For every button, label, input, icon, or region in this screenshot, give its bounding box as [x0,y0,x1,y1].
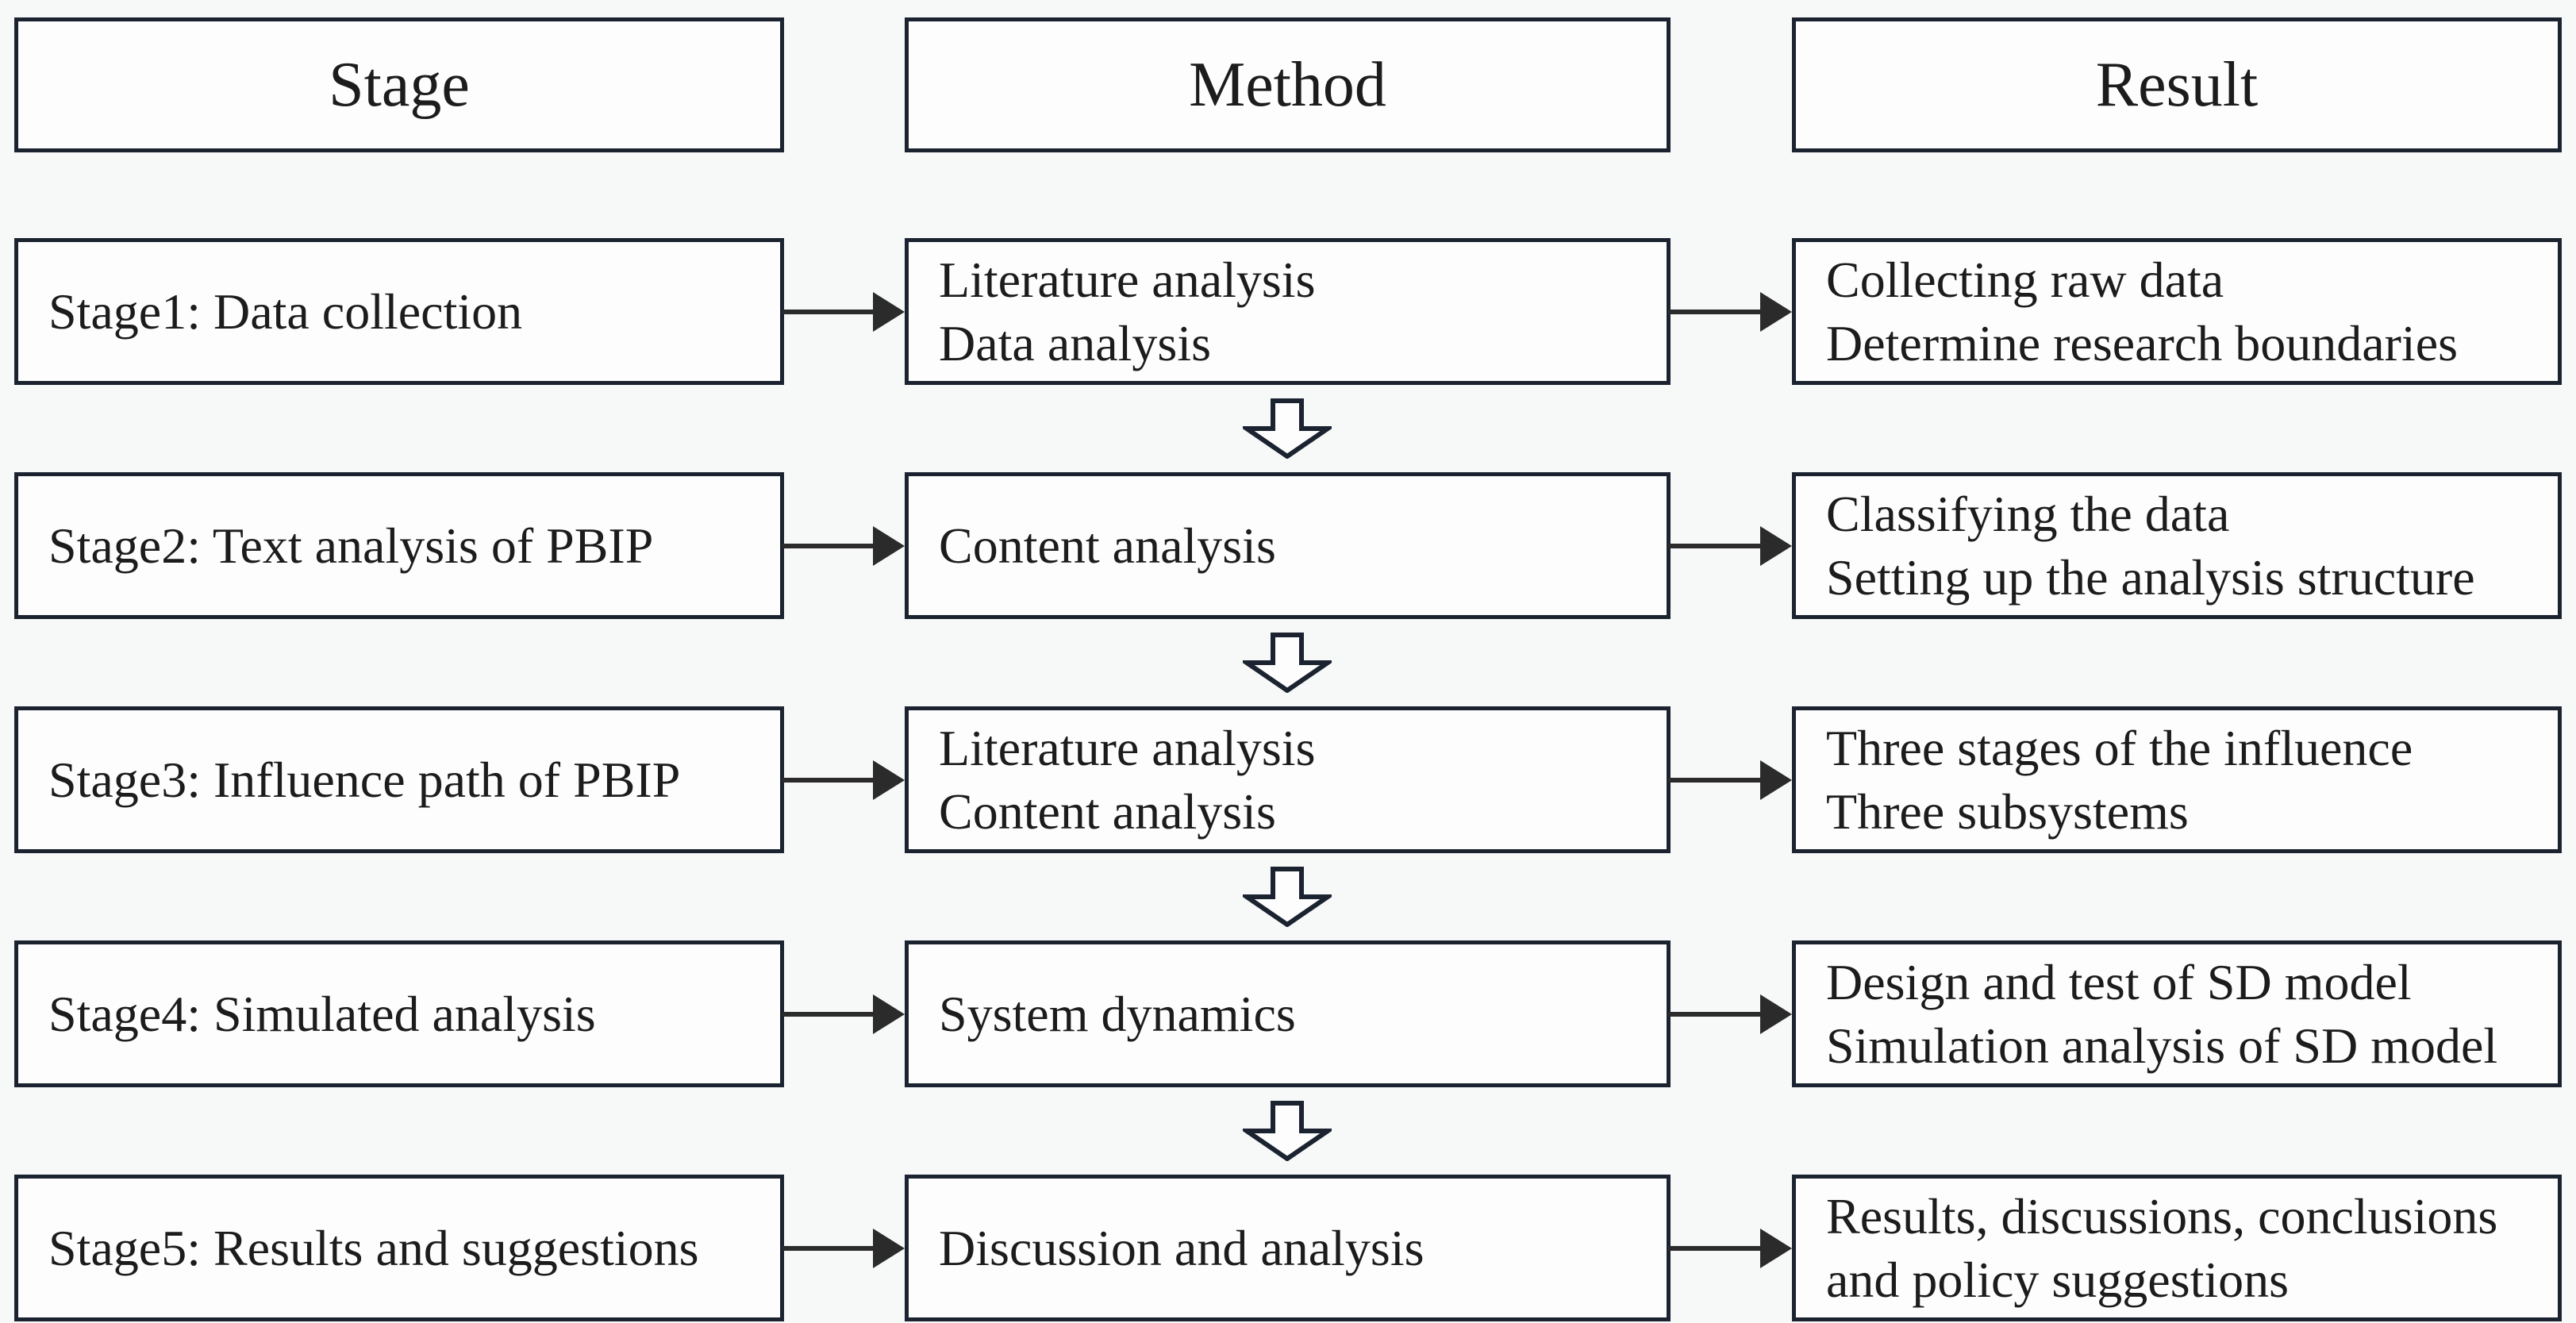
result2-line2: Setting up the analysis structure [1826,548,2475,606]
result5-box: Results, discussions, conclusions and po… [1792,1175,2562,1321]
result3-line1: Three stages of the influence [1826,719,2413,776]
result4-box: Design and test of SD model Simulation a… [1792,940,2562,1087]
method3-line1: Literature analysis [939,719,1316,776]
right-arrow-icon [782,940,905,1087]
stage4-label: Stage4: Simulated analysis [48,985,596,1042]
arrow-shaft [1668,1245,1762,1251]
stage4-box: Stage4: Simulated analysis [14,940,784,1087]
method2-line1: Content analysis [939,517,1276,574]
stage1-box: Stage1: Data collection [14,238,784,385]
method-header-label: Method [1189,49,1386,120]
down-arrow-icon [1243,1101,1332,1161]
arrow-head [873,760,905,800]
right-arrow-icon [1668,1175,1792,1321]
stage5-box: Stage5: Results and suggestions [14,1175,784,1321]
arrow-shaft [782,777,875,783]
arrow-head [873,525,905,566]
down-arrow-icon [1243,867,1332,927]
method-column-header: Method [905,17,1671,152]
method3-line2: Content analysis [939,783,1276,840]
right-arrow-icon [782,706,905,853]
down-arrow-icon [1243,398,1332,459]
right-arrow-icon [1668,238,1792,385]
result3-box: Three stages of the influence Three subs… [1792,706,2562,853]
stage-column-header: Stage [14,17,784,152]
stage3-label: Stage3: Influence path of PBIP [48,751,681,808]
right-arrow-icon [1668,472,1792,619]
result1-line1: Collecting raw data [1826,251,2224,308]
stage-header-label: Stage [329,49,470,120]
arrow-head [873,291,905,332]
arrow-shaft [782,1245,875,1251]
method2-box: Content analysis [905,472,1671,619]
result1-box: Collecting raw data Determine research b… [1792,238,2562,385]
result2-line1: Classifying the data [1826,485,2230,542]
method1-box: Literature analysis Data analysis [905,238,1671,385]
arrow-shaft [782,1011,875,1017]
result5-line2: and policy suggestions [1826,1251,2290,1308]
result2-box: Classifying the data Setting up the anal… [1792,472,2562,619]
arrow-head [873,1228,905,1268]
stage3-box: Stage3: Influence path of PBIP [14,706,784,853]
arrow-head [873,994,905,1034]
method5-box: Discussion and analysis [905,1175,1671,1321]
arrow-head [1760,760,1792,800]
arrow-shaft [1668,1011,1762,1017]
arrow-head [1760,994,1792,1034]
arrow-shaft [1668,777,1762,783]
arrow-shaft [1668,309,1762,314]
arrow-head [1760,291,1792,332]
stage1-label: Stage1: Data collection [48,283,523,340]
right-arrow-icon [782,472,905,619]
method1-line1: Literature analysis [939,251,1316,308]
method4-box: System dynamics [905,940,1671,1087]
arrow-head [1760,525,1792,566]
arrow-shaft [1668,543,1762,548]
method4-line1: System dynamics [939,985,1296,1042]
right-arrow-icon [1668,940,1792,1087]
method1-line2: Data analysis [939,314,1211,371]
method5-line1: Discussion and analysis [939,1219,1424,1276]
result-column-header: Result [1792,17,2562,152]
result4-line2: Simulation analysis of SD model [1826,1017,2498,1074]
arrow-shaft [782,543,875,548]
right-arrow-icon [1668,706,1792,853]
result5-line1: Results, discussions, conclusions [1826,1187,2498,1244]
method3-box: Literature analysis Content analysis [905,706,1671,853]
arrow-shaft [782,309,875,314]
down-arrow-icon [1243,633,1332,693]
result-header-label: Result [2095,49,2259,120]
result1-line2: Determine research boundaries [1826,314,2459,371]
result4-line1: Design and test of SD model [1826,953,2412,1010]
right-arrow-icon [782,238,905,385]
stage5-label: Stage5: Results and suggestions [48,1219,699,1276]
stage2-label: Stage2: Text analysis of PBIP [48,517,654,574]
arrow-head [1760,1228,1792,1268]
right-arrow-icon [782,1175,905,1321]
stage2-box: Stage2: Text analysis of PBIP [14,472,784,619]
result3-line2: Three subsystems [1826,783,2189,840]
